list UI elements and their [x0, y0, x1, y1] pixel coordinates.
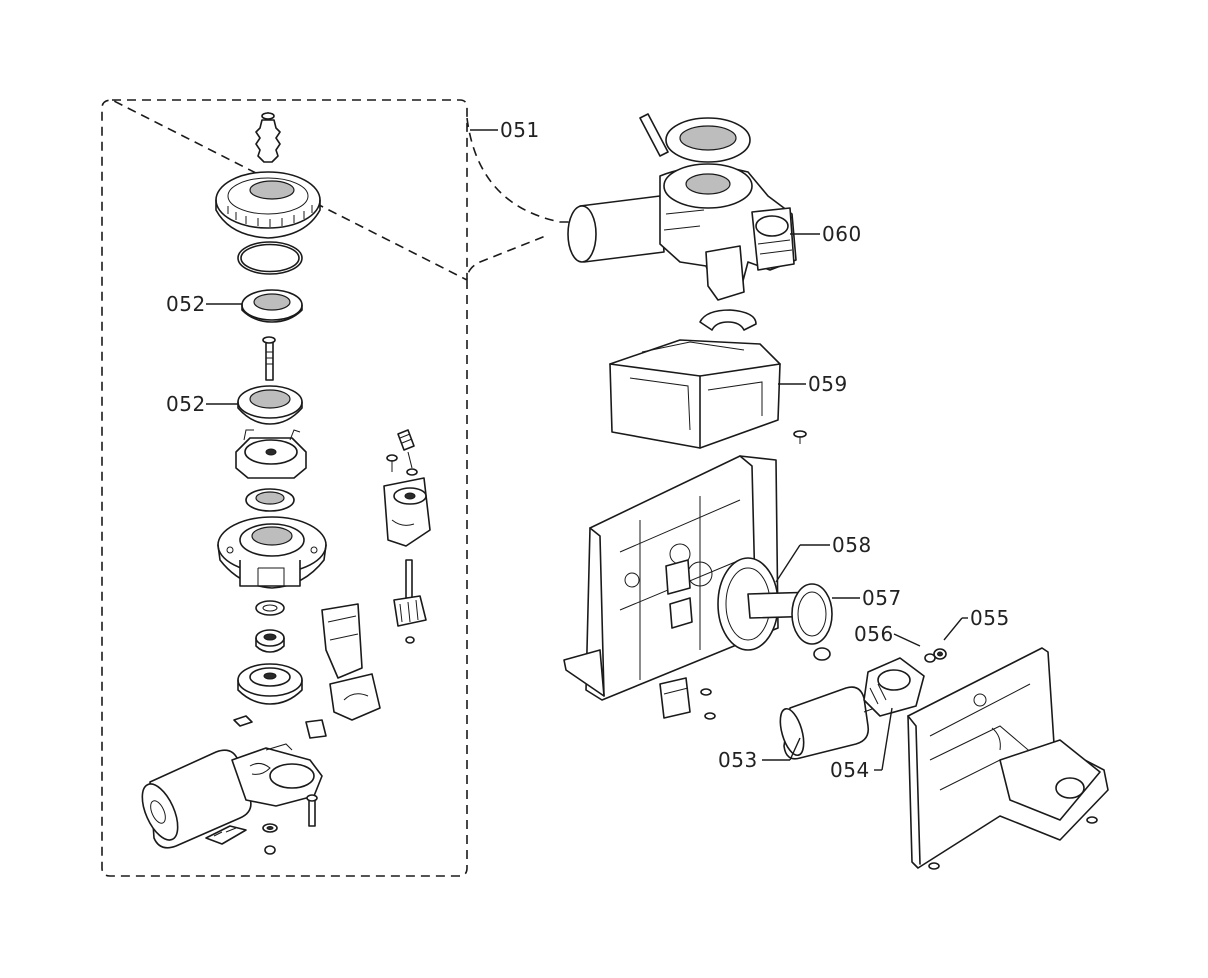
spring-screw-part — [397, 429, 418, 476]
label-055: 055 — [970, 606, 1010, 630]
clip-ring-part — [699, 309, 757, 331]
pin-shaft-part — [262, 336, 276, 381]
assembly-051-group-boundary — [101, 99, 620, 877]
washer-052-lower-part — [237, 385, 303, 425]
gear-057-part — [791, 583, 833, 661]
chute-upper-part — [321, 603, 363, 679]
washer-052-upper-part — [241, 289, 303, 323]
label-057: 057 — [862, 586, 902, 610]
gearbox-054-part — [863, 657, 925, 717]
pulley-wheel-part — [237, 663, 303, 705]
small-nut-parts — [262, 823, 278, 855]
small-block-part — [305, 719, 327, 739]
brewing-head-060-part — [567, 113, 797, 301]
label-059: 059 — [808, 372, 848, 396]
bracket-small-part — [659, 677, 691, 719]
nut-055-part — [933, 648, 947, 660]
chute-lower-part — [329, 673, 381, 721]
washer-056-part — [924, 653, 936, 663]
small-ring-part — [245, 488, 295, 512]
screw-059-part — [793, 430, 807, 444]
knob-shaft-part — [393, 559, 427, 644]
gear-motor-assembly-part — [141, 743, 323, 849]
part-number-labels: 051 052 052 060 059 058 057 056 055 053 … — [166, 118, 1010, 782]
housing-flange-part — [217, 516, 327, 589]
bracket-clip-part — [205, 825, 247, 845]
label-054: 054 — [830, 758, 870, 782]
spacer-ring-part — [255, 629, 285, 653]
spindle-screw-part — [255, 112, 281, 163]
small-clip-part — [233, 715, 253, 727]
label-060: 060 — [822, 222, 862, 246]
small-washer-part — [255, 600, 285, 616]
screw-small-left-part — [386, 454, 398, 472]
leader-lines — [206, 129, 968, 771]
label-056: 056 — [854, 622, 894, 646]
drip-tray-059-part — [609, 339, 781, 449]
label-058: 058 — [832, 533, 872, 557]
label-052-lower: 052 — [166, 392, 206, 416]
o-ring-part — [237, 241, 303, 275]
side-panel-part — [907, 647, 1109, 869]
label-052-upper: 052 — [166, 292, 206, 316]
label-051: 051 — [500, 118, 540, 142]
screws-right-part — [928, 816, 1098, 870]
label-053: 053 — [718, 748, 758, 772]
screw-long-left-part — [306, 794, 318, 827]
large-ring-gear-part — [215, 171, 321, 239]
screws-center-part — [700, 688, 716, 720]
cam-housing-part — [383, 477, 431, 547]
bearing-holder-part — [235, 429, 307, 479]
